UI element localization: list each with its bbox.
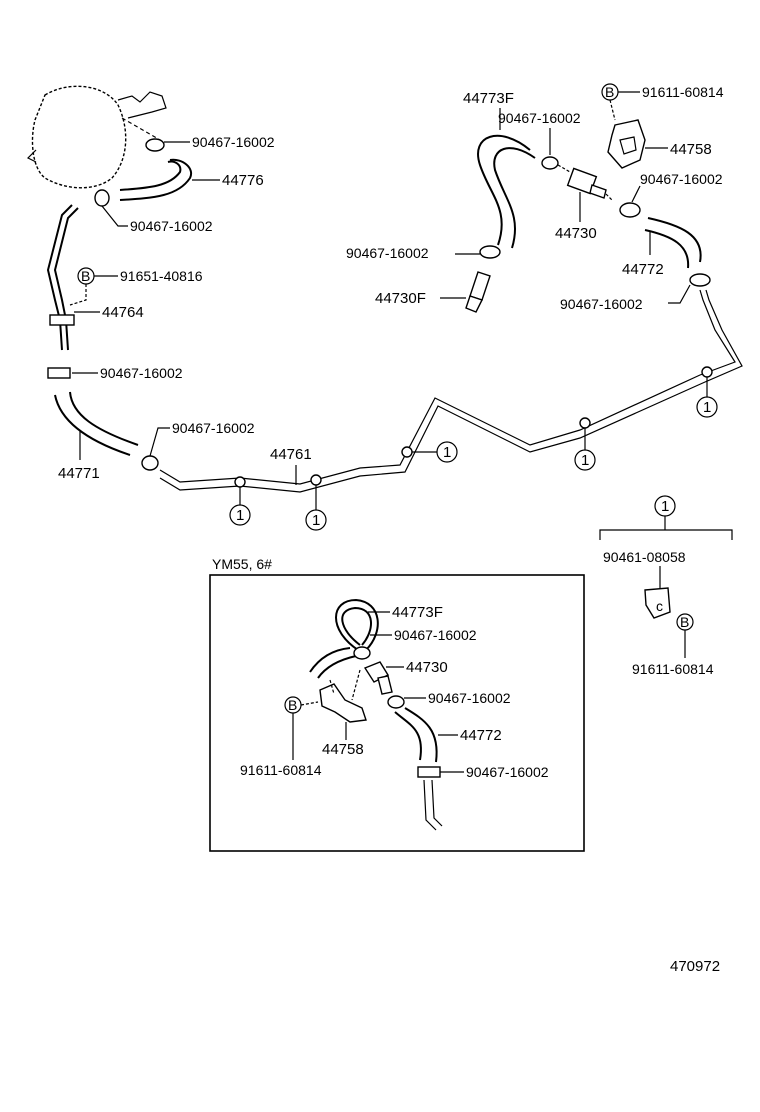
valve-44730 xyxy=(566,167,613,201)
label-44771: 44771 xyxy=(58,465,100,482)
inset-label-91611: 91611-60814 xyxy=(240,762,322,778)
svg-text:c: c xyxy=(656,598,663,614)
label-90467-center: 90467-16002 xyxy=(498,110,581,126)
label-kit-91611: 91611-60814 xyxy=(632,661,714,677)
clip-90461 xyxy=(644,587,671,619)
inset-label-90467-a: 90467-16002 xyxy=(394,627,477,643)
svg-text:1: 1 xyxy=(581,452,589,469)
inset-b-marker: B xyxy=(288,697,297,713)
bracket-44758 xyxy=(607,119,646,169)
inset-label-90467-b: 90467-16002 xyxy=(428,690,511,706)
label-44776: 44776 xyxy=(222,172,264,189)
label-44764: 44764 xyxy=(102,304,144,321)
label-44730F: 44730F xyxy=(375,290,426,307)
inset-label-44758: 44758 xyxy=(322,741,364,758)
clamp-top xyxy=(145,138,190,152)
hose-44776 xyxy=(119,160,182,191)
label-91611-top: 91611-60814 xyxy=(642,84,724,100)
clamp-mid xyxy=(141,455,159,471)
clip-markers: 1 1 1 1 1 xyxy=(229,366,718,531)
hose-44772 xyxy=(647,217,702,263)
hose-44771 xyxy=(54,394,131,456)
label-91651: 91651-40816 xyxy=(120,268,203,284)
label-44761: 44761 xyxy=(270,446,312,463)
svg-text:1: 1 xyxy=(443,444,451,461)
svg-text:B: B xyxy=(81,268,90,284)
inset-label-44773F: 44773F xyxy=(392,604,443,621)
pipe-44761 xyxy=(159,289,743,493)
svg-text:1: 1 xyxy=(661,498,669,515)
svg-text:B: B xyxy=(680,614,689,630)
clamp-left xyxy=(47,367,71,379)
label-90467-left: 90467-16002 xyxy=(100,365,183,381)
svg-text:B: B xyxy=(605,84,614,100)
hose-44773F xyxy=(477,134,531,246)
svg-text:1: 1 xyxy=(236,507,244,524)
clamp-center xyxy=(541,156,559,170)
label-90467-top: 90467-16002 xyxy=(192,134,275,150)
diagram-id: 470972 xyxy=(670,958,720,975)
clamp-tank xyxy=(94,189,110,207)
inset-box xyxy=(209,574,585,852)
inset-label-44772: 44772 xyxy=(460,727,502,744)
inset-title: YM55, 6# xyxy=(212,556,272,572)
svg-text:1: 1 xyxy=(703,399,711,416)
label-44730: 44730 xyxy=(555,225,597,242)
label-90467-lower: 90467-16002 xyxy=(346,245,429,261)
label-90467-right2: 90467-16002 xyxy=(560,296,643,312)
svg-text:1: 1 xyxy=(312,512,320,529)
label-44772: 44772 xyxy=(622,261,664,278)
clamp-lower xyxy=(479,245,501,259)
valve-44730F xyxy=(465,271,491,313)
inset-label-90467-c: 90467-16002 xyxy=(466,764,549,780)
pipe-44764 xyxy=(46,204,73,351)
label-90467-tank: 90467-16002 xyxy=(130,218,213,234)
label-44758-top: 44758 xyxy=(670,141,712,158)
inset-label-44730: 44730 xyxy=(406,659,448,676)
label-90467-mid: 90467-16002 xyxy=(172,420,255,436)
inset-parts xyxy=(284,598,464,831)
label-44773F: 44773F xyxy=(463,90,514,107)
reservoir-tank xyxy=(26,85,167,189)
clamp-right xyxy=(619,202,641,218)
kit-legend: 1 90461-08058 c B 91611-60814 xyxy=(599,495,733,677)
clamp-right2 xyxy=(689,273,711,287)
label-90467-right: 90467-16002 xyxy=(640,171,723,187)
label-kit-90461: 90461-08058 xyxy=(603,549,686,565)
